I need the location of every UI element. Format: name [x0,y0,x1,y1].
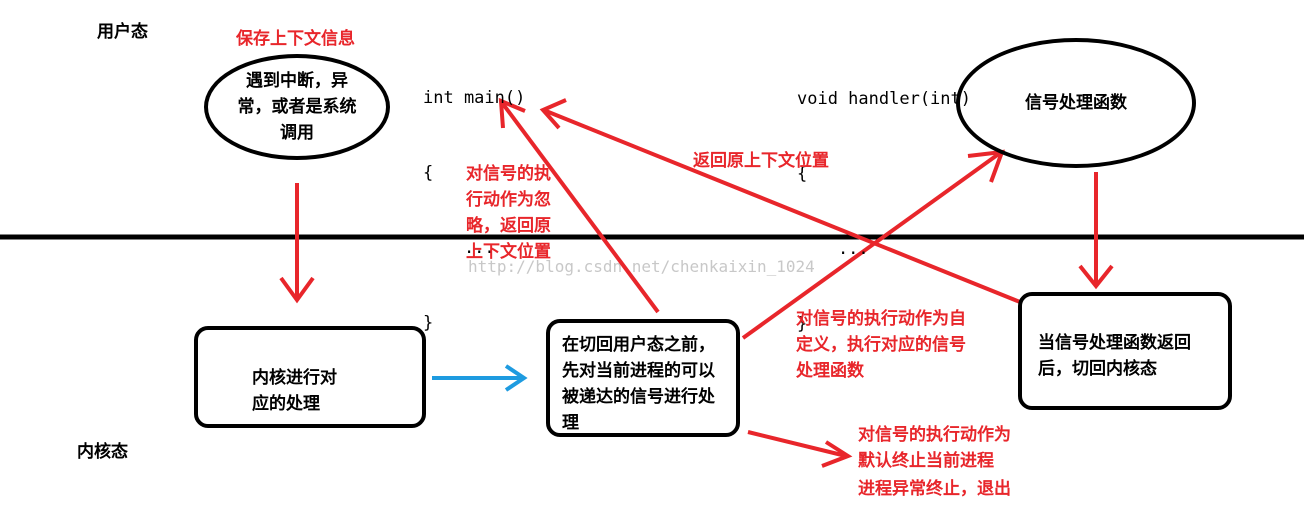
handler-return-node-text: 当信号处理函数返回后，切回内核态 [1038,333,1191,379]
handler-return-node: 当信号处理函数返回后，切回内核态 [1018,292,1232,410]
arrow-default-terminate [747,430,853,468]
main-code-line-1: int main() [423,88,526,108]
handler-code-line-3: ... [797,239,869,259]
user-mode-label: 用户态 [97,22,148,42]
handler-code-line-4: } [797,314,808,334]
default-annotation-line-2: 默认终止当前进程 [858,451,994,471]
kernel-mode-label: 内核态 [77,442,128,462]
custom-annotation: 对信号的执行动作为自定义，执行对应的信号处理函数 [796,309,966,381]
signal-handler-node: 信号处理函数 [956,38,1196,168]
return-context-annotation: 返回原上下文位置 [693,151,829,171]
handler-code-block: void handler(int) { ... } [797,37,971,362]
default-annotation: 对信号的执行动作为 默认终止当前进程 进程异常终止，退出 [858,422,1011,502]
ignore-annotation: 对信号的执行动作为忽略，返回原上下文位置 [466,164,551,262]
arrow-interrupt-to-kernel [279,183,315,304]
check-signal-node-text: 在切回用户态之前，先对当前进程的可以被递达的信号进行处理 [562,335,715,433]
handler-code-line-2: { [797,164,808,184]
arrow-handler-to-return [1078,172,1114,290]
interrupt-node-text: 遇到中断，异常，或者是系统调用 [237,71,357,143]
main-code-block: int main() { ... } [423,36,525,361]
check-signal-node: 在切回用户态之前，先对当前进程的可以被递达的信号进行处理 [546,319,740,437]
arrow-ignore-return [498,97,660,314]
main-code-line-4: } [423,313,434,333]
save-context-label: 保存上下文信息 [236,29,355,49]
main-code-line-2: { [423,163,434,183]
arrow-return-context [539,98,1021,304]
kernel-handle-node: 内核进行对应的处理 [194,326,426,428]
arrow-kernel-to-check [432,364,528,392]
default-annotation-line-3: 进程异常终止，退出 [858,479,1011,499]
kernel-handle-node-text: 内核进行对应的处理 [252,368,337,414]
watermark: http://blog.csdn.net/chenkaixin_1024 [468,257,815,276]
main-code-line-3: ... [423,238,495,258]
signal-handler-node-text: 信号处理函数 [1025,93,1127,113]
interrupt-node: 遇到中断，异常，或者是系统调用 [204,54,390,160]
default-annotation-line-1: 对信号的执行动作为 [858,425,1011,445]
handler-code-line-1: void handler(int) [797,89,971,109]
